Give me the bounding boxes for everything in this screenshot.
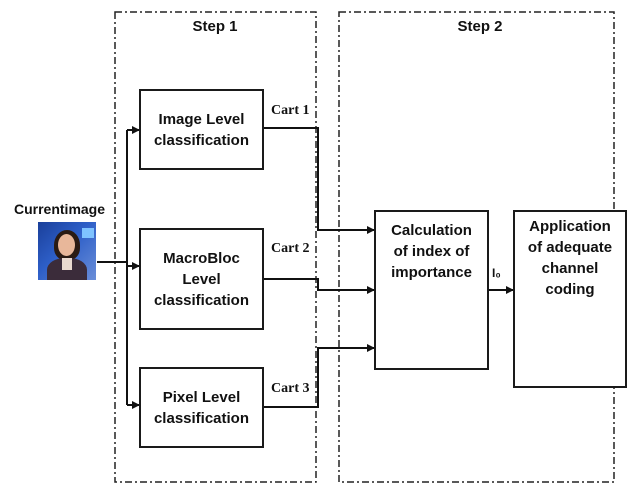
- macrobloc-level-label: MacroBloc Level classification: [153, 249, 250, 309]
- current-image-thumbnail: [38, 222, 96, 280]
- application-label: Application of adequate channel coding: [527, 218, 613, 298]
- cart1-label: Cart 1: [271, 103, 310, 118]
- cart3-label: Cart 3: [271, 381, 310, 396]
- calculation-index-box: Calculation of index of importance: [374, 210, 489, 370]
- input-label: Currentimage: [14, 201, 106, 217]
- step1-frame: [114, 11, 317, 483]
- cart2-label: Cart 2: [271, 241, 310, 256]
- step1-title: Step 1: [192, 18, 238, 35]
- cart2-connector: [264, 278, 375, 294]
- index-label: I₀: [492, 266, 501, 280]
- cart1-connector: [264, 127, 375, 234]
- pixel-level-label: Pixel Level classification: [153, 388, 250, 427]
- calculation-label: Calculation of index of importance: [391, 222, 472, 281]
- image-level-classification-box: Image Level classification: [139, 89, 264, 170]
- image-level-label: Image Level classification: [153, 110, 250, 149]
- cart3-connector: [264, 344, 375, 408]
- macrobloc-level-classification-box: MacroBloc Level classification: [139, 228, 264, 330]
- application-channel-coding-box: Application of adequate channel coding: [513, 210, 627, 388]
- step2-title: Step 2: [457, 18, 503, 35]
- pixel-level-classification-box: Pixel Level classification: [139, 367, 264, 448]
